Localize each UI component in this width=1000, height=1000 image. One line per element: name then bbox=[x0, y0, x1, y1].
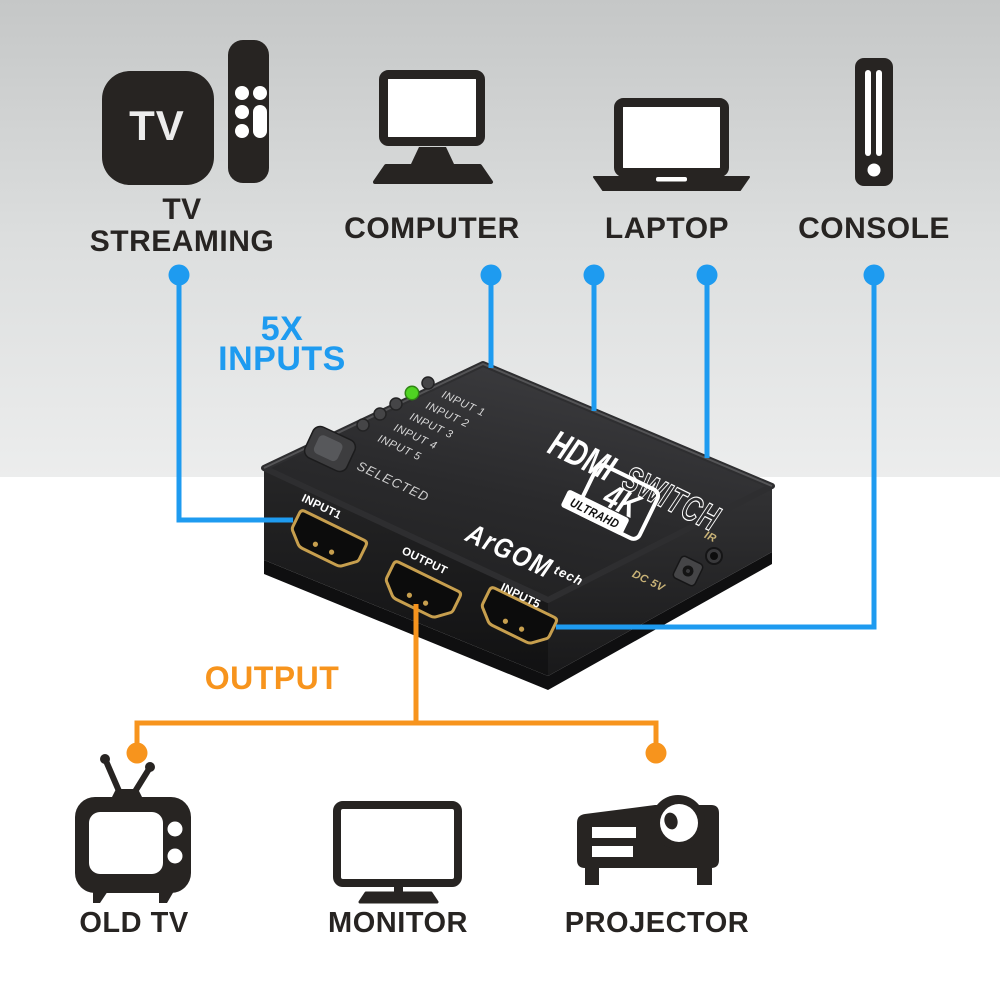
tv-streaming-label-line1: TV bbox=[162, 193, 201, 226]
hdmi-ports bbox=[290, 509, 559, 645]
inputs-callout-line2: INPUTS bbox=[218, 340, 346, 378]
monitor-label: MONITOR bbox=[328, 907, 468, 939]
tv-streaming-label-line2: STREAMING bbox=[90, 225, 275, 258]
output-device-icons bbox=[75, 754, 719, 904]
port-input5 bbox=[480, 586, 559, 645]
led-input2-active bbox=[406, 387, 418, 399]
laptop-icon bbox=[593, 98, 750, 191]
output-callout: OUTPUT bbox=[205, 660, 340, 696]
tv-streaming-icon: TV bbox=[102, 40, 269, 185]
device-base bbox=[264, 552, 772, 690]
port-input1 bbox=[290, 509, 369, 568]
connector-output-bar bbox=[134, 720, 659, 743]
computer-icon bbox=[373, 70, 493, 184]
led-input3 bbox=[389, 397, 403, 411]
console-icon bbox=[855, 58, 893, 186]
led-input1 bbox=[421, 376, 435, 390]
old-tv-label: OLD TV bbox=[79, 907, 188, 939]
streaming-box bbox=[102, 71, 214, 185]
input-connector-lines bbox=[176, 280, 877, 630]
connector-console bbox=[556, 280, 877, 630]
output-connector-lines bbox=[134, 604, 659, 743]
source-icons: TV bbox=[102, 40, 893, 191]
input-leds bbox=[356, 376, 435, 432]
monitor-icon bbox=[333, 801, 462, 904]
streaming-box-text: TV bbox=[129, 102, 185, 149]
projector-label: PROJECTOR bbox=[565, 907, 749, 939]
inputs-callout-line1: 5X bbox=[261, 310, 304, 348]
ir-jack bbox=[705, 547, 723, 565]
ir-label: IR bbox=[702, 529, 718, 545]
console-label: CONSOLE bbox=[798, 212, 950, 245]
port-output bbox=[384, 560, 463, 619]
projector-icon bbox=[577, 795, 719, 885]
led-input4 bbox=[373, 407, 387, 421]
computer-label: COMPUTER bbox=[344, 212, 520, 245]
laptop-label: LAPTOP bbox=[605, 212, 729, 245]
output-connector-dots bbox=[126, 742, 667, 764]
old-tv-icon bbox=[75, 754, 191, 903]
remote-buttons bbox=[235, 86, 267, 138]
input-connector-dots bbox=[168, 264, 885, 286]
select-button bbox=[303, 425, 357, 473]
dc-power-jack bbox=[672, 555, 704, 587]
connector-tv-streaming bbox=[176, 280, 293, 523]
led-input5 bbox=[356, 418, 370, 432]
hdmi-switch-device: INPUT 1 INPUT 2 INPUT 3 INPUT 4 INPUT 5 … bbox=[261, 361, 775, 690]
